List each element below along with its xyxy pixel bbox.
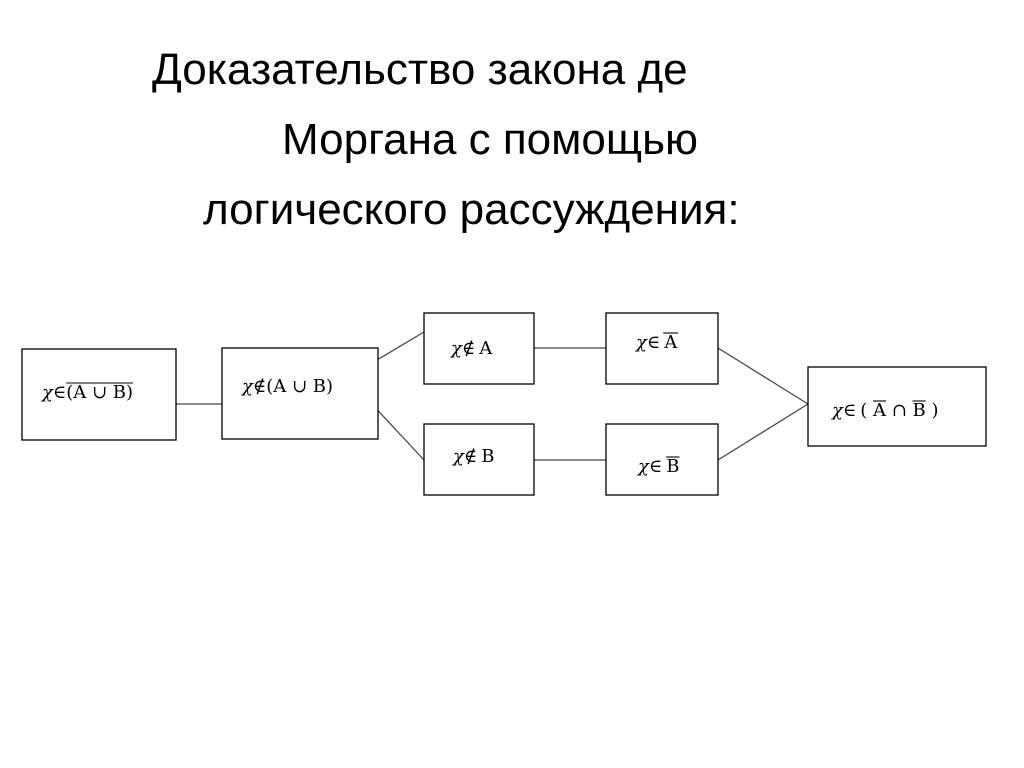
node-6-label: χ∈B: [636, 456, 679, 477]
complement-overbars: [66, 332, 926, 458]
node-1-label: χ∈(A ∪ B): [40, 382, 133, 403]
node-3-variable: χ: [449, 338, 463, 359]
node-4-relation: ∉: [464, 446, 477, 467]
node-4-variable: χ: [451, 446, 465, 467]
node-3-box: [423, 312, 535, 385]
node-2: χ∉(A ∪ B): [221, 347, 379, 440]
title-line-2: Моргана с помощью: [282, 115, 699, 164]
node-4-expression: B: [481, 446, 494, 467]
title-line-3: логического рассуждения:: [203, 185, 740, 234]
edge-n2-n3: [376, 331, 425, 361]
node-3-label: χ∉A: [449, 338, 493, 359]
node-6-expression: B: [666, 456, 679, 477]
node-6: χ∈B: [605, 423, 719, 496]
node-4-label: χ∉B: [451, 446, 494, 467]
node-5-relation: ∈: [647, 332, 660, 353]
node-5-expression: A: [663, 332, 678, 353]
node-4-box: [423, 423, 535, 496]
node-2-variable: χ: [240, 376, 254, 397]
node-1-relation: ∈: [53, 382, 66, 403]
edge-n5-n7: [717, 347, 809, 405]
edge-n2-n4: [369, 401, 425, 461]
node-1: χ∈(A ∪ B): [21, 348, 177, 441]
node-7-variable: χ: [830, 400, 844, 421]
node-6-relation: ∈: [649, 456, 662, 477]
node-2-expression: (A ∪ B): [266, 376, 333, 397]
node-2-box: [221, 347, 379, 440]
node-2-relation: ∉: [253, 376, 266, 397]
node-3: χ∉A: [423, 312, 535, 385]
node-5: χ∈A: [605, 312, 719, 385]
node-1-expression: (A ∪ B): [66, 382, 133, 403]
node-3-relation: ∉: [462, 338, 475, 359]
edge-n6-n7: [717, 403, 809, 461]
node-6-variable: χ: [636, 456, 650, 477]
node-5-label: χ∈A: [634, 332, 678, 353]
node-7-box: [807, 366, 987, 447]
node-5-box: [605, 312, 719, 385]
node-7-expression: ( A ∩ B ): [860, 400, 938, 421]
node-4: χ∉B: [423, 423, 535, 496]
node-1-variable: χ: [40, 382, 54, 403]
node-5-variable: χ: [634, 332, 648, 353]
node-7-label: χ∈( A ∩ B ): [830, 400, 939, 421]
node-6-box: [605, 423, 719, 496]
title-line-1: Доказательство закона де: [152, 45, 688, 94]
node-7: χ∈( A ∩ B ): [807, 366, 987, 447]
node-1-box: [21, 348, 177, 441]
node-3-expression: A: [478, 338, 493, 359]
node-7-relation: ∈: [843, 400, 856, 421]
node-2-label: χ∉(A ∪ B): [240, 376, 333, 397]
